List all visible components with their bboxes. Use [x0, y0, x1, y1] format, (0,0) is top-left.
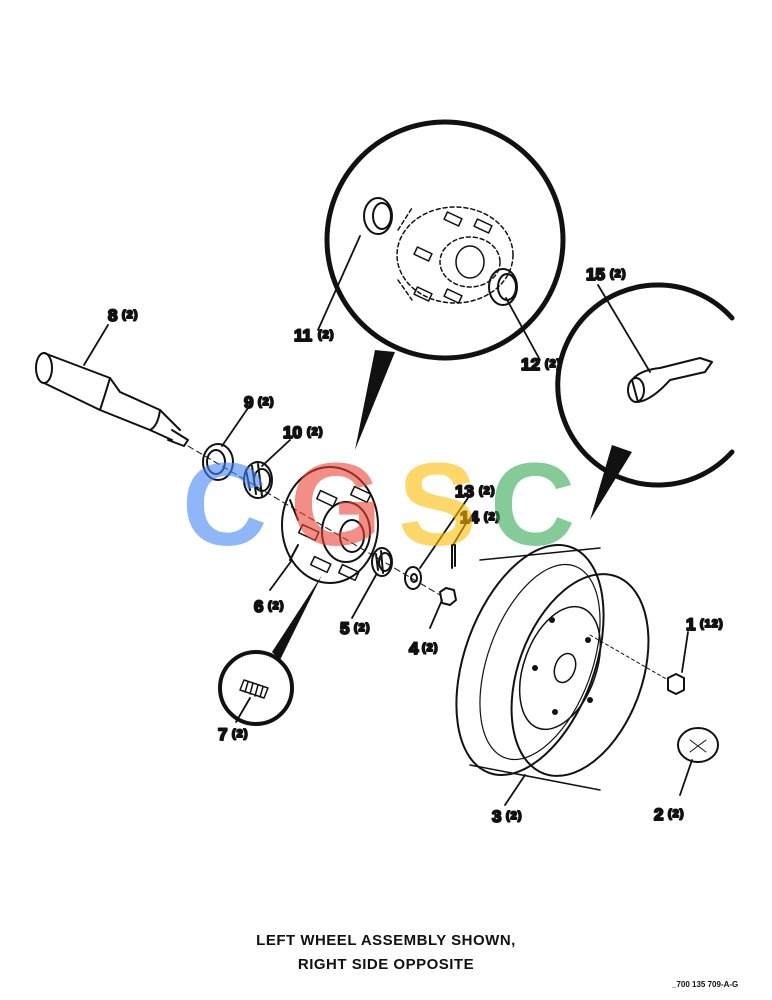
document-number: _700 135 709-A-G	[672, 980, 739, 989]
svg-text:2: 2	[654, 805, 663, 824]
callout-7: 7 (2)	[217, 724, 248, 745]
svg-text:C: C	[490, 439, 575, 571]
seal-12-drawing	[488, 268, 518, 306]
svg-text:(2): (2)	[318, 329, 334, 341]
callout-11: 11 (2)	[293, 325, 334, 346]
axis-centerline	[187, 445, 441, 596]
svg-text:(2): (2)	[506, 810, 522, 822]
cgsc-watermark-logo: C G S C	[182, 439, 575, 571]
svg-text:15: 15	[586, 265, 605, 284]
svg-text:5: 5	[340, 619, 349, 638]
callout-6: 6 (2)	[253, 596, 284, 617]
callout-12: 12 (2)	[520, 354, 561, 375]
svg-text:10: 10	[283, 423, 302, 442]
bearing-5-drawing	[371, 547, 393, 577]
caption-line-2: RIGHT SIDE OPPOSITE	[297, 956, 475, 973]
wheel-bolt-holes	[532, 617, 593, 715]
svg-text:(2): (2)	[610, 268, 626, 280]
callout-3: 3 (2)	[491, 806, 522, 827]
svg-text:(2): (2)	[668, 808, 684, 820]
nut-4-drawing	[439, 587, 457, 606]
svg-text:(2): (2)	[354, 622, 370, 634]
lug-nut-1-drawing	[589, 634, 685, 695]
seal-11-drawing	[363, 197, 393, 235]
callout-10: 10 (2)	[282, 422, 323, 443]
stud-7-drawing	[239, 679, 269, 699]
svg-text:14: 14	[460, 508, 479, 527]
valve-stem-detail-circle	[555, 282, 735, 520]
svg-text:(2): (2)	[258, 396, 274, 408]
callout-9: 9 (2)	[243, 392, 274, 413]
svg-text:(2): (2)	[484, 511, 500, 523]
svg-text:9: 9	[244, 393, 253, 412]
cotter-pin-14-drawing	[451, 544, 456, 569]
svg-text:(2): (2)	[545, 358, 561, 370]
hub-ghost-outline	[396, 206, 514, 304]
callout-2: 2 (2)	[653, 804, 684, 825]
svg-text:G: G	[290, 439, 382, 571]
callout-1: 1 (12)	[685, 614, 724, 635]
svg-text:S: S	[398, 439, 477, 571]
svg-text:(2): (2)	[422, 642, 438, 654]
svg-text:(2): (2)	[232, 728, 248, 740]
svg-text:(2): (2)	[479, 485, 495, 497]
svg-text:6: 6	[254, 597, 263, 616]
leader-lines	[83, 235, 693, 806]
caption-line-1: LEFT WHEEL ASSEMBLY SHOWN,	[256, 932, 516, 949]
callout-5: 5 (2)	[339, 618, 370, 639]
svg-text:(2): (2)	[268, 600, 284, 612]
svg-text:3: 3	[492, 807, 501, 826]
svg-text:(2): (2)	[122, 309, 138, 321]
wheel-3-drawing	[455, 544, 650, 791]
stud-detail-circle	[218, 575, 322, 726]
detail-stud-group	[413, 211, 493, 304]
svg-text:8: 8	[108, 306, 117, 325]
callout-13: 13 (2)	[454, 481, 495, 502]
callout-14: 14 (2)	[459, 507, 500, 528]
callout-4: 4(2)	[408, 638, 438, 659]
svg-text:C: C	[182, 439, 267, 571]
svg-text:11: 11	[294, 326, 312, 345]
svg-text:(2): (2)	[307, 426, 323, 438]
svg-text:12: 12	[521, 355, 540, 374]
hub-seal-detail-circle	[324, 119, 566, 450]
callout-8: 8 (2)	[107, 305, 138, 326]
washer-13-drawing	[404, 566, 422, 590]
svg-text:7: 7	[218, 725, 227, 744]
bearing-10-drawing	[243, 461, 273, 499]
spindle-8-drawing	[35, 352, 189, 447]
hub-6-drawing	[281, 466, 379, 584]
seal-9-drawing	[202, 443, 234, 481]
svg-text:(12): (12)	[700, 618, 724, 630]
svg-text:1: 1	[686, 615, 695, 634]
svg-text:4: 4	[409, 639, 419, 658]
callout-15: 15 (2)	[585, 264, 626, 285]
svg-text:13: 13	[455, 482, 474, 501]
hub-cap-2-drawing	[677, 727, 719, 763]
